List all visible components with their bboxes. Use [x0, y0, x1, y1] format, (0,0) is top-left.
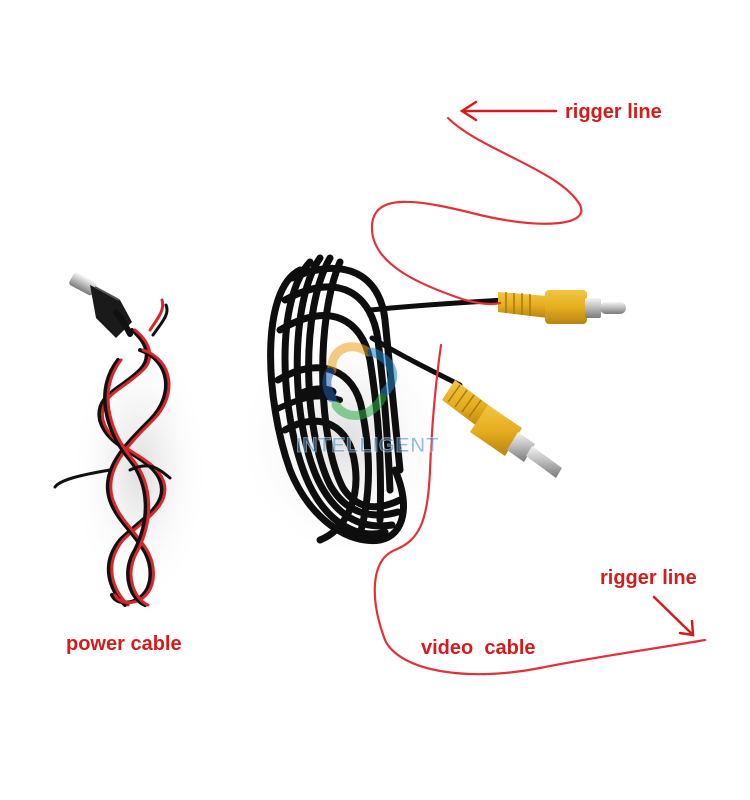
video-cable-label: video cable [421, 637, 536, 659]
svg-text:INTELLIGENT: INTELLIGENT [296, 434, 439, 457]
arrow-top-icon [459, 100, 558, 122]
rca-plug-upper-icon [498, 290, 626, 324]
power-cable-label: power cable [66, 633, 182, 655]
rca-plug-lower-icon [442, 380, 562, 478]
rigger-line-label-top: rigger line [565, 101, 662, 123]
power-cable [53, 272, 172, 607]
dc-plug-icon [69, 272, 133, 338]
trigger-wire [370, 116, 707, 676]
swirl-logo-icon [322, 342, 398, 420]
arrow-bottom-icon [652, 595, 695, 637]
rigger-line-label-bottom: rigger line [600, 567, 697, 589]
watermark: INTELLIGENT [296, 342, 439, 457]
video-cable [267, 254, 508, 545]
